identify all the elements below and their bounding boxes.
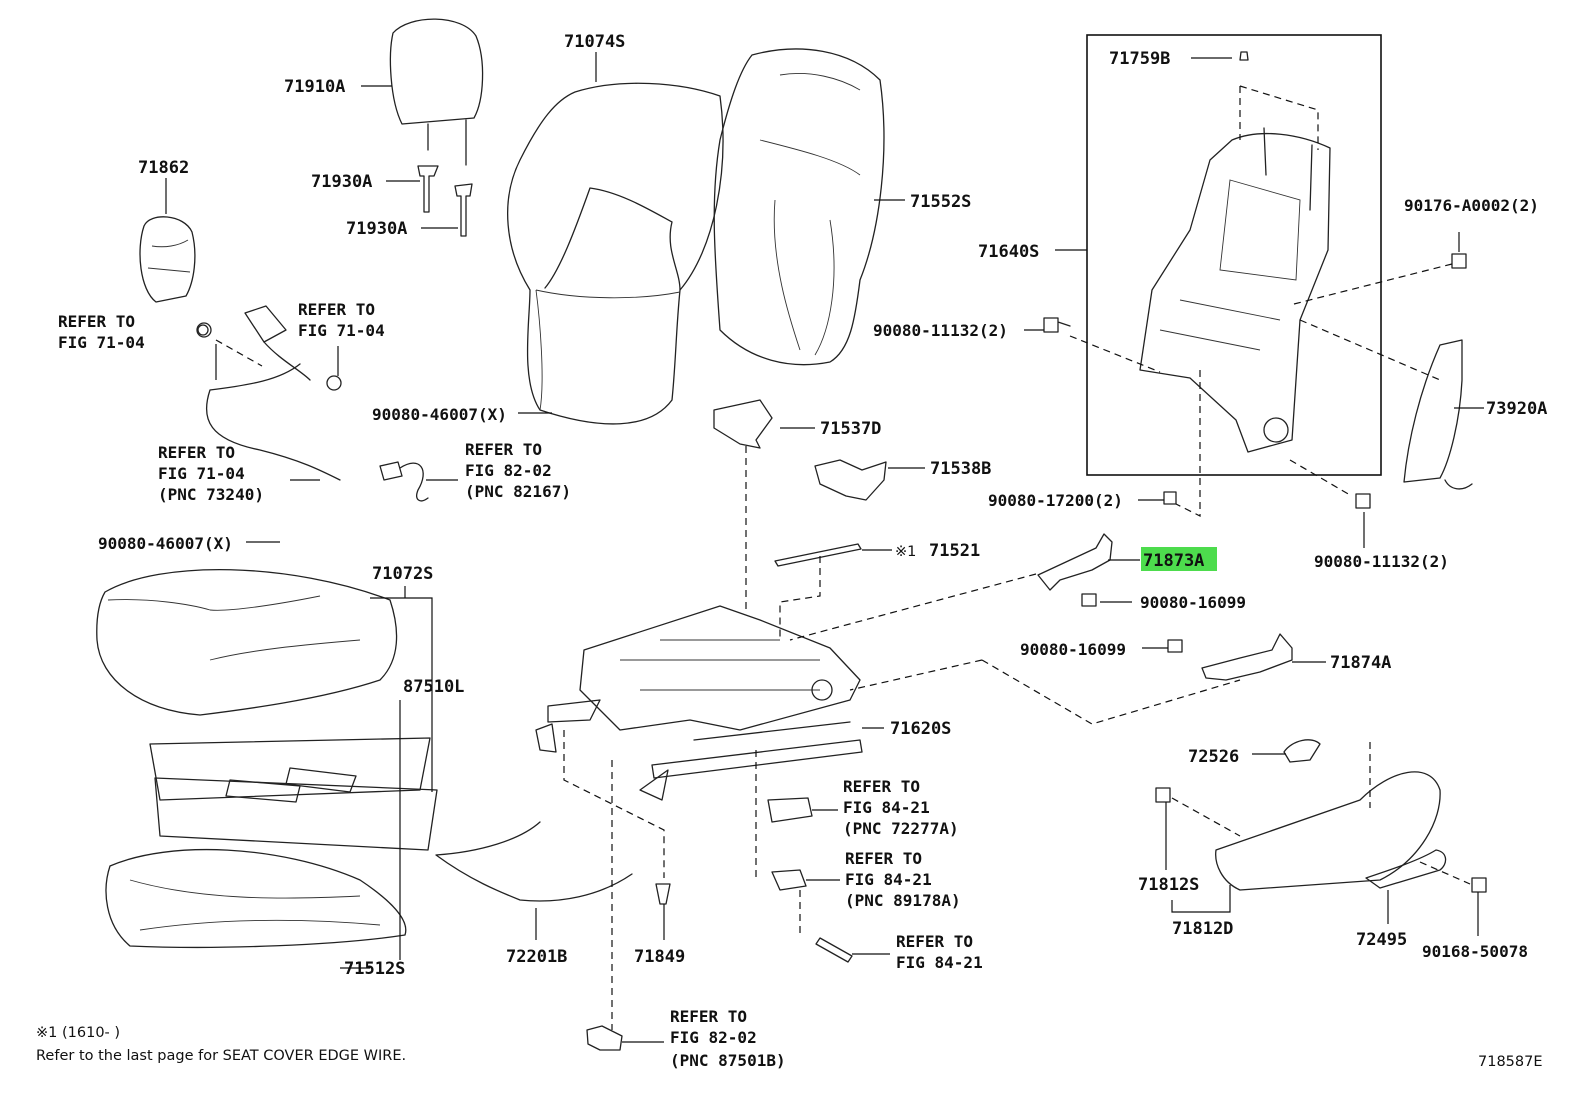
- refer-rail-b-line3: (PNC 89178A): [845, 891, 961, 910]
- refer-left-b[interactable]: REFER TO FIG 71-04: [298, 300, 385, 340]
- refer-left-b-line2: FIG 71-04: [298, 321, 385, 340]
- label-71862[interactable]: 71862: [138, 158, 189, 178]
- recliner-cover-drawing: [1215, 739, 1447, 891]
- cushion-mats-drawing: [149, 737, 438, 851]
- bottom-connector-drawing: [586, 1025, 623, 1051]
- refer-rail-b[interactable]: REFER TO FIG 84-21 (PNC 89178A): [845, 849, 961, 910]
- refer-left-a-line1: REFER TO: [58, 312, 135, 331]
- refer-rail-c[interactable]: REFER TO FIG 84-21: [896, 932, 983, 972]
- rail-part-72277A-drawing: [767, 797, 813, 823]
- part-labels: 71910A 71074S 71862 71930A 71930A 71552S…: [98, 32, 1547, 979]
- label-71930A-2[interactable]: 71930A: [346, 219, 407, 239]
- label-71849[interactable]: 71849: [634, 947, 685, 967]
- headrest-guides-drawing: [417, 165, 473, 237]
- label-72201B[interactable]: 72201B: [506, 947, 567, 967]
- trim-part-71862-drawing: [139, 216, 196, 303]
- refer-rail-a-line2: FIG 84-21: [843, 798, 930, 817]
- refer-left-c-line1: REFER TO: [158, 443, 235, 462]
- cushion-pad-drawing: [105, 848, 407, 949]
- label-90080-16099-b[interactable]: 90080-16099: [1020, 640, 1126, 659]
- rail-part-89178A-drawing: [771, 869, 807, 891]
- refer-bottom-line1: REFER TO: [670, 1007, 747, 1026]
- refer-rail-c-line2: FIG 84-21: [896, 953, 983, 972]
- refer-left-c-line3: (PNC 73240): [158, 485, 264, 504]
- label-90080-46007-a[interactable]: 90080-46007(X): [372, 405, 507, 424]
- footnote-mark: ※1 (1610- ): [36, 1025, 120, 1041]
- headrest-drawing: [389, 18, 484, 166]
- refer-left-a-line2: FIG 71-04: [58, 333, 145, 352]
- refer-bottom[interactable]: REFER TO FIG 82-02 (PNC 87501B): [670, 1007, 786, 1070]
- bracket-71874A-drawing: [1201, 633, 1293, 681]
- bracket-71537D-drawing: [713, 399, 773, 449]
- rail-bolt-drawing: [815, 937, 853, 963]
- bracket-71538B-drawing: [814, 459, 887, 501]
- refer-bottom-line3: (PNC 87501B): [670, 1051, 786, 1070]
- seatback-cover-drawing: [507, 82, 724, 425]
- refer-rail-b-line1: REFER TO: [845, 849, 922, 868]
- label-71538B[interactable]: 71538B: [930, 459, 991, 479]
- label-71812S[interactable]: 71812S: [1138, 875, 1199, 895]
- seatback-pad-drawing: [713, 48, 885, 366]
- label-73920A[interactable]: 73920A: [1486, 399, 1547, 419]
- mid-harness-drawing: [379, 461, 429, 502]
- refer-bottom-line2: FIG 82-02: [670, 1028, 757, 1047]
- label-71521-mark: ※1: [895, 544, 916, 560]
- label-71537D[interactable]: 71537D: [820, 419, 881, 439]
- label-72495[interactable]: 72495: [1356, 930, 1407, 950]
- side-shield-drawing: [1403, 339, 1473, 490]
- cushion-cover-drawing: [96, 569, 398, 716]
- diagram-id: 718587E: [1478, 1054, 1543, 1070]
- refer-mid-a[interactable]: REFER TO FIG 82-02 (PNC 82167): [465, 440, 571, 501]
- label-71874A[interactable]: 71874A: [1330, 653, 1391, 673]
- bracket-71873A-drawing: [1037, 533, 1113, 591]
- refer-rail-a-line3: (PNC 72277A): [843, 819, 959, 838]
- edge-wire-71521-drawing: [774, 543, 862, 567]
- refer-mid-a-line3: (PNC 82167): [465, 482, 571, 501]
- footnote-text: Refer to the last page for SEAT COVER ED…: [36, 1048, 406, 1064]
- label-71640S[interactable]: 71640S: [978, 242, 1039, 262]
- label-71910A[interactable]: 71910A: [284, 77, 345, 97]
- seat-frame-drawing: [535, 605, 863, 801]
- refer-rail-c-line1: REFER TO: [896, 932, 973, 951]
- refer-mid-a-line2: FIG 82-02: [465, 461, 552, 480]
- label-90080-11132-a[interactable]: 90080-11132(2): [873, 321, 1008, 340]
- label-90168-50078[interactable]: 90168-50078: [1422, 942, 1528, 961]
- label-87510L[interactable]: 87510L: [403, 677, 464, 697]
- label-71759B[interactable]: 71759B: [1109, 49, 1170, 69]
- label-90080-46007-b[interactable]: 90080-46007(X): [98, 534, 233, 553]
- leader-lines: [165, 52, 1484, 1043]
- label-90080-16099-a[interactable]: 90080-16099: [1140, 593, 1246, 612]
- label-71074S[interactable]: 71074S: [564, 32, 625, 52]
- label-71812D[interactable]: 71812D: [1172, 919, 1233, 939]
- label-71512S[interactable]: 71512S: [344, 959, 405, 979]
- seatback-frame-drawing: [1139, 51, 1331, 453]
- refer-left-c-line2: FIG 71-04: [158, 464, 245, 483]
- label-71521[interactable]: 71521: [929, 541, 980, 561]
- label-90080-11132-b[interactable]: 90080-11132(2): [1314, 552, 1449, 571]
- label-71620S[interactable]: 71620S: [890, 719, 951, 739]
- seatback-frame-box: [1086, 34, 1382, 476]
- refer-left-b-line1: REFER TO: [298, 300, 375, 319]
- label-72526[interactable]: 72526: [1188, 747, 1239, 767]
- refer-rail-b-line2: FIG 84-21: [845, 870, 932, 889]
- label-71552S[interactable]: 71552S: [910, 192, 971, 212]
- refer-mid-a-line1: REFER TO: [465, 440, 542, 459]
- seatbelt-harness-drawing: [196, 305, 342, 481]
- highlight-71873A: [1141, 547, 1217, 571]
- label-90176-A0002[interactable]: 90176-A0002(2): [1404, 196, 1539, 215]
- label-71072S[interactable]: 71072S: [372, 564, 433, 584]
- wire-72201B-drawing: [435, 821, 633, 902]
- refer-notes: REFER TO FIG 71-04 REFER TO FIG 71-04 RE…: [58, 300, 983, 1070]
- refer-left-c[interactable]: REFER TO FIG 71-04 (PNC 73240): [158, 443, 264, 504]
- label-90080-17200[interactable]: 90080-17200(2): [988, 491, 1123, 510]
- assembly-dashed-lines: [215, 85, 1471, 1030]
- label-71930A-1[interactable]: 71930A: [311, 172, 372, 192]
- refer-rail-a-line1: REFER TO: [843, 777, 920, 796]
- clip-71849-drawing: [655, 883, 671, 905]
- label-71873A[interactable]: 71873A: [1143, 551, 1204, 571]
- refer-rail-a[interactable]: REFER TO FIG 84-21 (PNC 72277A): [843, 777, 959, 838]
- refer-left-a[interactable]: REFER TO FIG 71-04: [58, 312, 145, 352]
